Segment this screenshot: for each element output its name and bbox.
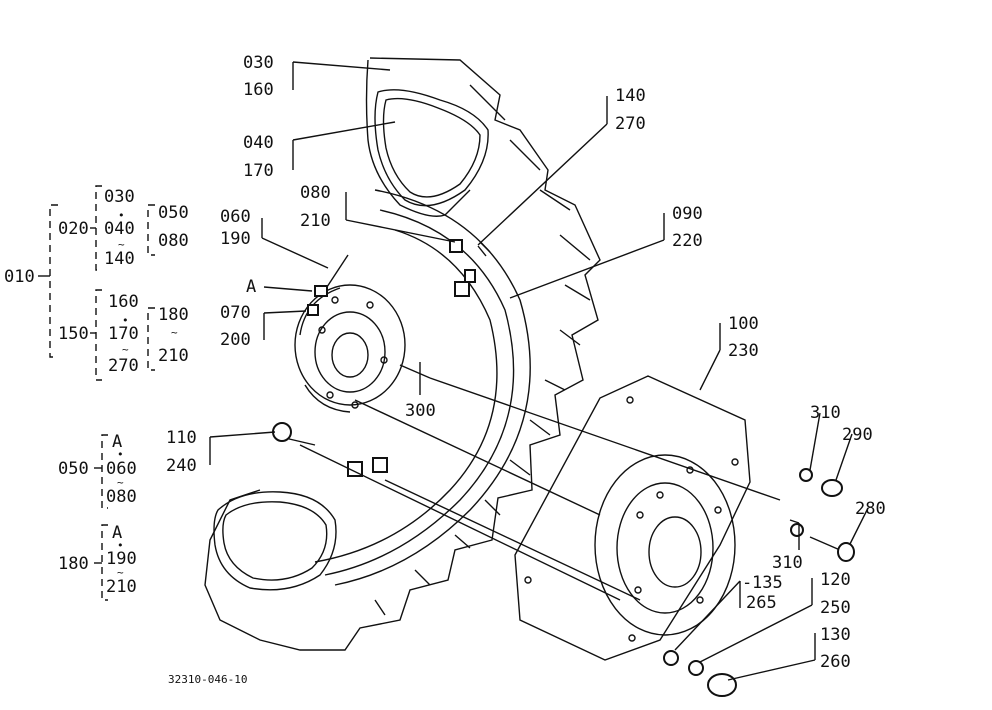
tree-040: 040 <box>104 219 135 239</box>
label-260: 260 <box>820 652 851 672</box>
label-135-prefix: - <box>742 573 752 593</box>
label-300: 300 <box>405 401 436 421</box>
svg-text:~: ~ <box>118 238 125 251</box>
tree-010: 010 <box>4 267 35 287</box>
svg-text:•: • <box>122 314 129 327</box>
tube-section-top <box>365 59 489 217</box>
label-090: 090 <box>672 204 703 224</box>
label-240: 240 <box>166 456 197 476</box>
label-170: 170 <box>243 161 274 181</box>
label-070: 070 <box>220 303 251 323</box>
tree-210: 210 <box>158 346 189 366</box>
label-210: 210 <box>300 211 331 231</box>
group-180: 180 <box>58 554 89 574</box>
label-310b: 310 <box>772 553 803 573</box>
svg-text:•: • <box>117 539 124 552</box>
tree-160: 160 <box>108 292 139 312</box>
label-265: 265 <box>746 593 777 613</box>
group-A1: A <box>112 432 122 452</box>
label-040: 040 <box>243 133 274 153</box>
group-A2: A <box>112 523 122 543</box>
label-250: 250 <box>820 598 851 618</box>
group-080: 080 <box>106 487 137 507</box>
svg-text:•: • <box>118 209 125 222</box>
label-140: 140 <box>615 86 646 106</box>
svg-text:~: ~ <box>117 476 124 489</box>
label-160: 160 <box>243 80 274 100</box>
label-030: 030 <box>243 53 274 73</box>
svg-text:~: ~ <box>171 326 178 339</box>
tree-050: 050 <box>158 203 189 223</box>
label-280: 280 <box>855 499 886 519</box>
label-130: 130 <box>820 625 851 645</box>
group-050: 050 <box>58 459 89 479</box>
label-220: 220 <box>672 231 703 251</box>
valve-and-bolts <box>272 239 855 697</box>
part-labels: 030 160 040 170 140 270 080 210 090 220 … <box>4 53 886 686</box>
tube-section-bottom <box>213 491 337 591</box>
leader-lines <box>209 61 869 681</box>
label-270: 270 <box>615 114 646 134</box>
group-190: 190 <box>106 549 137 569</box>
label-060: 060 <box>220 207 251 227</box>
tree-140: 140 <box>104 249 135 269</box>
tree-080: 080 <box>158 231 189 251</box>
drawing-reference-number: 32310-046-10 <box>168 673 247 686</box>
label-200: 200 <box>220 330 251 350</box>
label-A: A <box>246 277 256 297</box>
wheel-disc <box>514 375 751 661</box>
label-100: 100 <box>728 314 759 334</box>
label-110: 110 <box>166 428 197 448</box>
group-210: 210 <box>106 577 137 597</box>
label-190: 190 <box>220 229 251 249</box>
tree-180: 180 <box>158 305 189 325</box>
label-290: 290 <box>842 425 873 445</box>
svg-text:•: • <box>117 448 124 461</box>
tree-270: 270 <box>108 356 139 376</box>
tree-170: 170 <box>108 324 139 344</box>
tree-150: 150 <box>58 324 89 344</box>
tree-020: 020 <box>58 219 89 239</box>
label-120: 120 <box>820 570 851 590</box>
tree-030: 030 <box>104 187 135 207</box>
label-135: 135 <box>752 573 783 593</box>
svg-text:~: ~ <box>117 566 124 579</box>
svg-text:~: ~ <box>122 343 129 356</box>
rim <box>294 284 406 413</box>
label-230: 230 <box>728 341 759 361</box>
assembly-tree <box>38 185 155 601</box>
label-310a: 310 <box>810 403 841 423</box>
group-060: 060 <box>106 459 137 479</box>
label-080: 080 <box>300 183 331 203</box>
